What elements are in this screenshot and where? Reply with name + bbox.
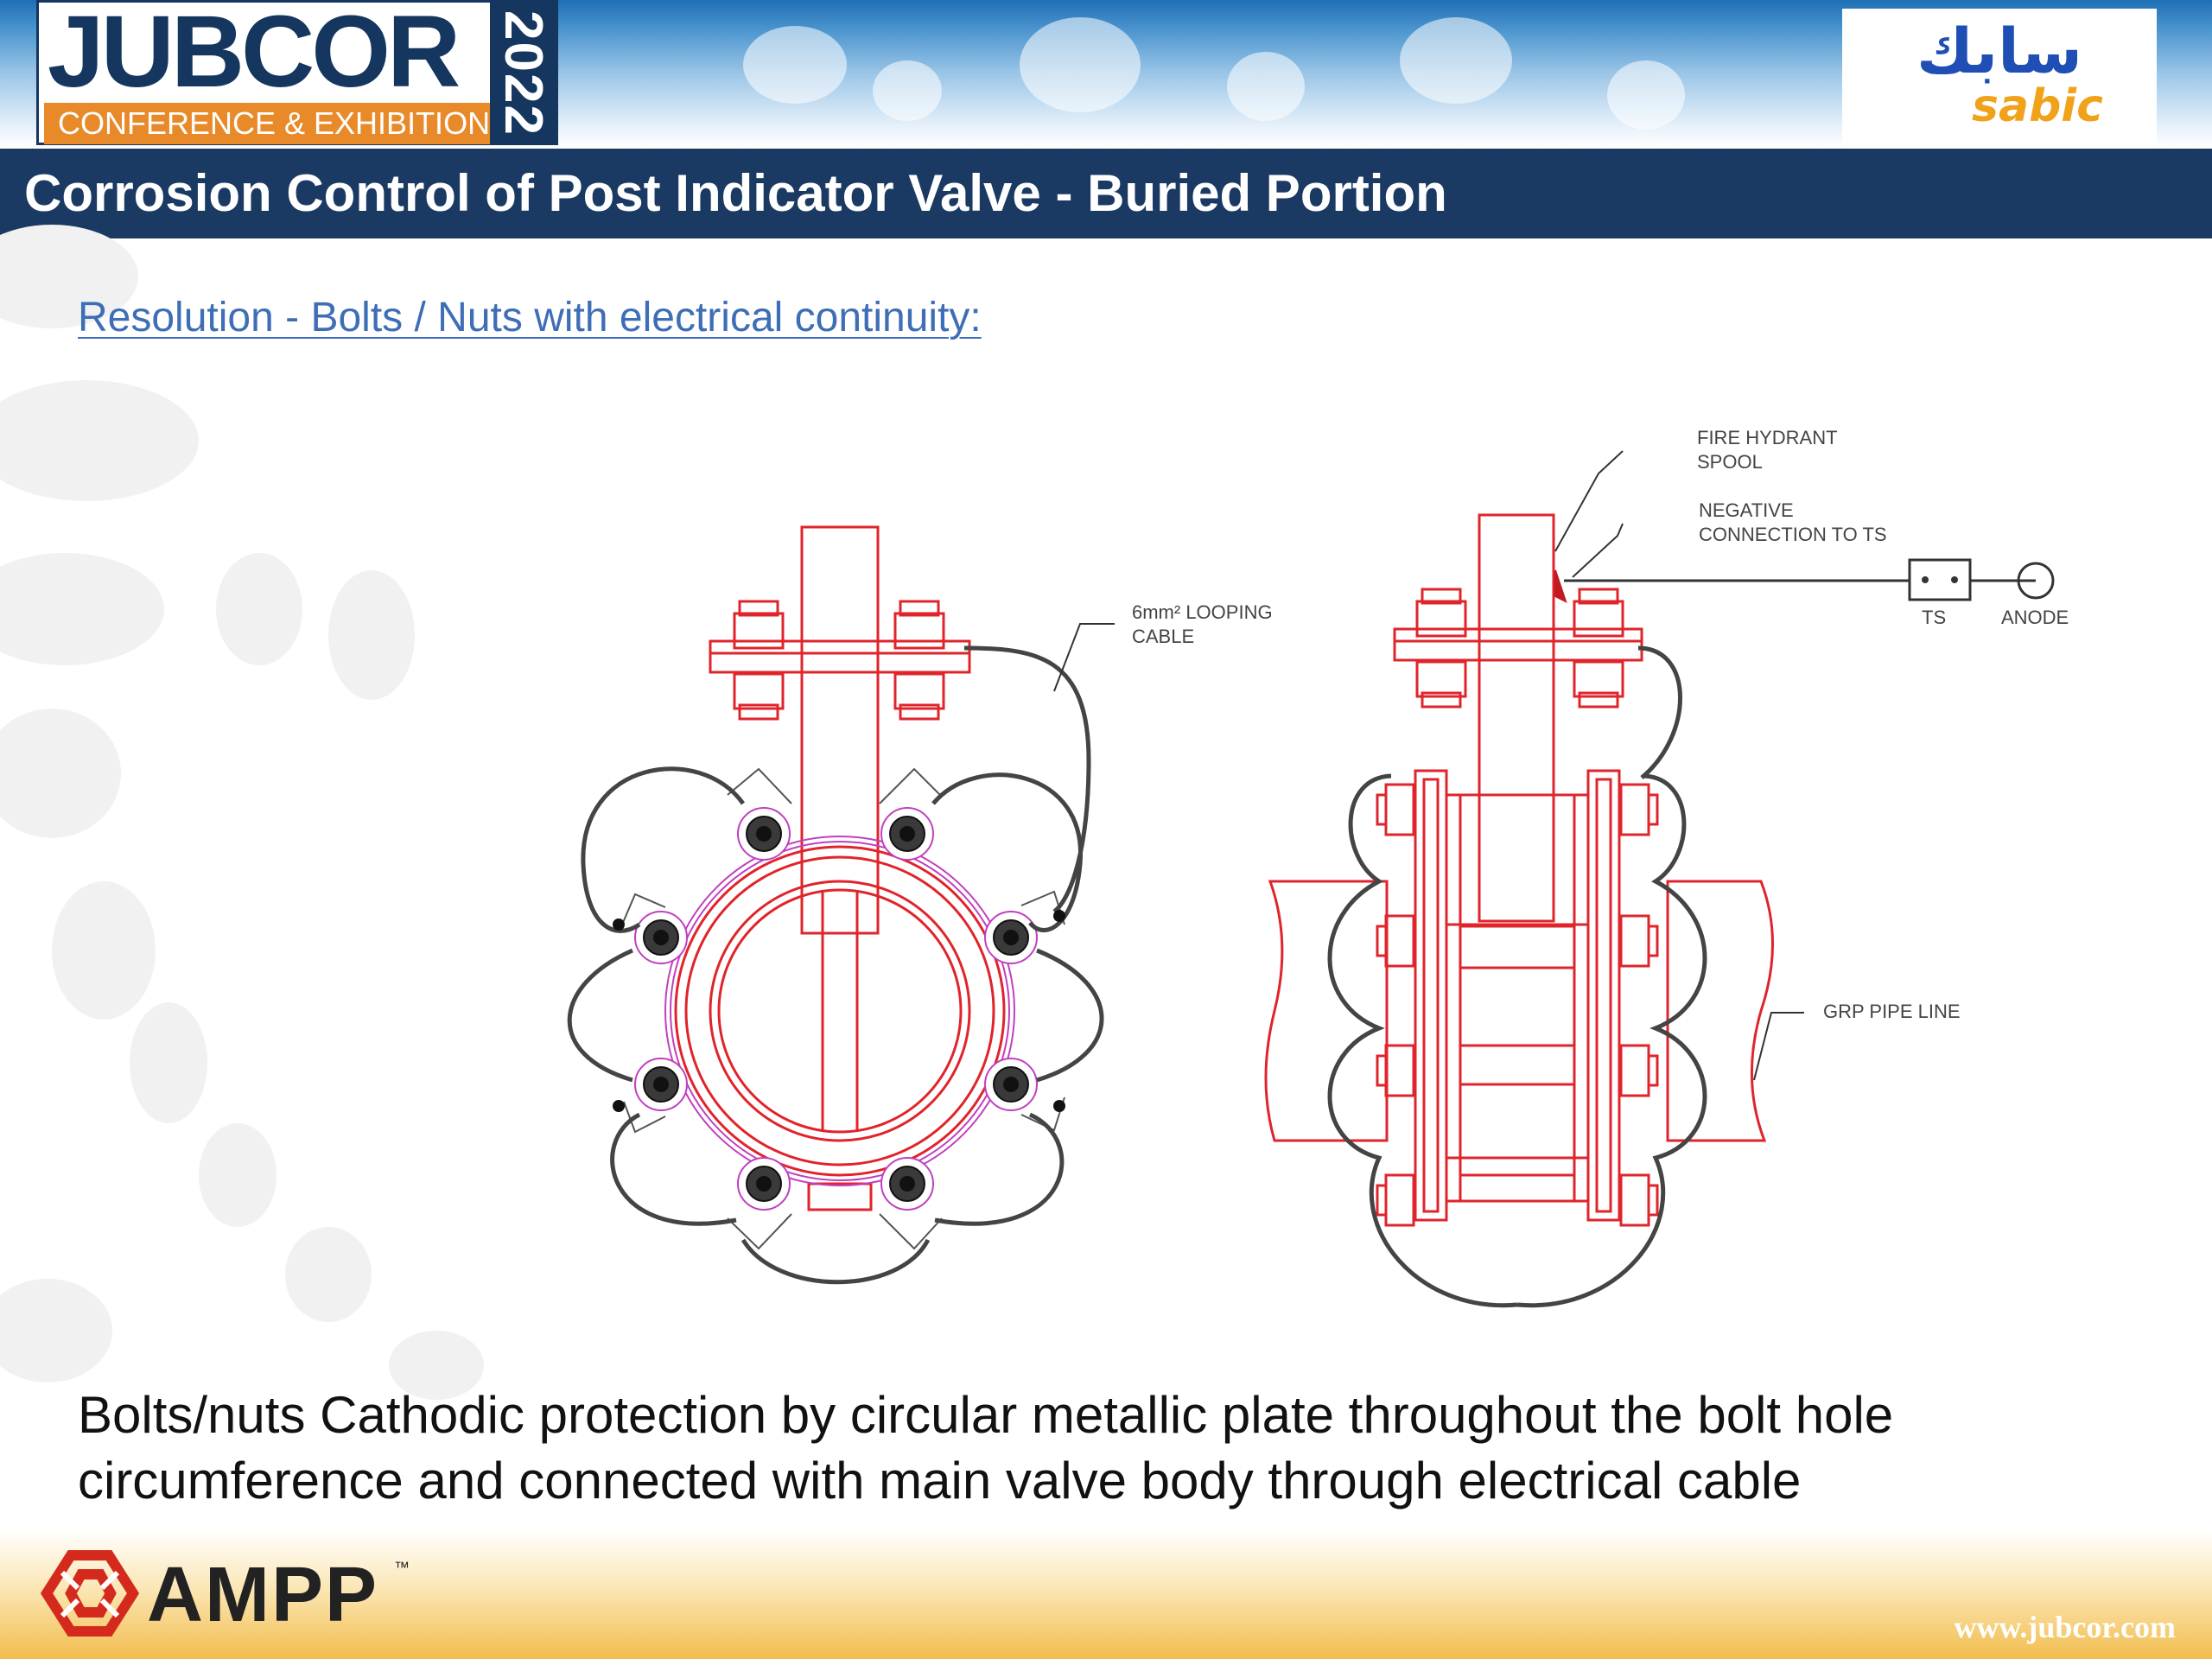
bg-dot — [0, 709, 121, 838]
ampp-wordmark: AMPP — [147, 1552, 379, 1638]
top-flange-front — [709, 652, 971, 674]
footer-band — [0, 1529, 2212, 1659]
title-bar: Corrosion Control of Post Indicator Valv… — [0, 149, 2212, 238]
test-station-box — [1908, 558, 1972, 601]
valve-stem-front — [800, 525, 880, 935]
sabic-latin: sabic — [1972, 80, 2103, 132]
bg-dot — [52, 881, 156, 1020]
label-ts: TS — [1922, 607, 1946, 628]
jubcor-year-box: 2022 — [490, 3, 556, 145]
body-line-2: circumference and connected with main va… — [78, 1452, 1802, 1510]
label-grp-pipe: GRP PIPE LINE — [1823, 1001, 1961, 1022]
jubcor-subtitle: CONFERENCE & EXHIBITION — [44, 103, 521, 144]
website-url[interactable]: www.jubcor.com — [1954, 1610, 2176, 1644]
ampp-logo: AMPP ™ — [36, 1547, 425, 1642]
label-fire-hydrant-2: SPOOL — [1697, 451, 1763, 473]
bg-dot — [328, 570, 415, 700]
grp-pipe-right — [1666, 880, 1774, 1142]
bg-dot — [130, 1002, 207, 1123]
bg-dot — [216, 553, 302, 665]
ampp-emblem-icon — [40, 1550, 140, 1637]
looping-cable-side — [1327, 645, 1707, 1308]
bg-dot — [0, 380, 199, 501]
bg-dot — [0, 553, 164, 665]
jubcor-year: 2022 — [493, 10, 553, 137]
sabic-arabic: سابك — [1916, 15, 2082, 87]
label-fire-hydrant-1: FIRE HYDRANT — [1697, 427, 1838, 448]
label-anode: ANODE — [2001, 607, 2069, 628]
bg-dot — [199, 1123, 276, 1227]
valve-stem-side — [1478, 513, 1555, 923]
body-line-1: Bolts/nuts Cathodic protection by circul… — [78, 1386, 1894, 1444]
label-negative-1: NEGATIVE — [1699, 499, 1794, 521]
label-looping-cable-1: 6mm² LOOPING — [1132, 601, 1273, 623]
sabic-logo: سابك sabic — [1842, 9, 2157, 147]
label-negative-2: CONNECTION TO TS — [1699, 524, 1887, 545]
bg-dot — [0, 225, 138, 328]
bg-dot — [389, 1331, 484, 1400]
resolution-heading: Resolution - Bolts / Nuts with electrica… — [78, 295, 982, 340]
bg-dot — [285, 1227, 372, 1322]
jubcor-brand: JUBCOR — [48, 0, 461, 109]
bg-dot — [0, 1279, 112, 1382]
valve-diagram: 6mm² LOOPING CABLE — [484, 397, 2143, 1331]
ampp-trademark: ™ — [394, 1559, 410, 1576]
bolt-ring-front — [621, 767, 1065, 1250]
slide-title: Corrosion Control of Post Indicator Valv… — [24, 164, 1447, 222]
label-looping-cable-2: CABLE — [1132, 626, 1194, 647]
looping-cable-front — [567, 645, 1104, 1285]
anode-symbol — [2017, 562, 2055, 600]
jubcor-logo: JUBCOR CONFERENCE & EXHIBITION 2022 — [36, 0, 558, 145]
grp-pipe-left — [1264, 880, 1389, 1142]
body-text: Bolts/nuts Cathodic protection by circul… — [78, 1382, 2152, 1514]
